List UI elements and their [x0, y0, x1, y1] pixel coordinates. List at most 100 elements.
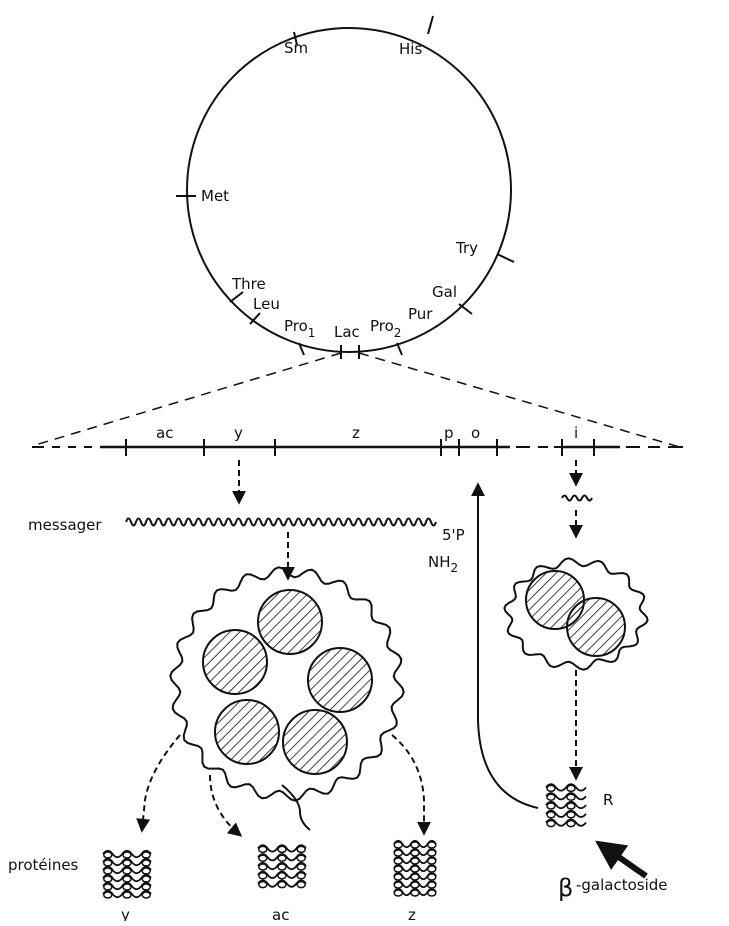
coil-loop — [547, 785, 555, 791]
coil-loop — [411, 850, 419, 856]
expansion-line-left — [32, 353, 341, 446]
lac-operon-dna: ac y z p o i — [32, 424, 683, 456]
coil-loop — [123, 876, 131, 882]
ribosome — [283, 710, 347, 774]
protein-y-coil — [103, 851, 151, 898]
tick-gal — [459, 304, 472, 314]
coil-loop — [104, 876, 112, 882]
coil-loop — [142, 852, 150, 858]
coil-loop — [104, 892, 112, 898]
marker-label-lac: Lac — [334, 323, 360, 341]
tick-thre — [230, 292, 243, 302]
marker-label-pur: Pur — [408, 305, 433, 323]
coil-loop — [428, 858, 436, 864]
coil-loop — [567, 821, 575, 827]
gene-label-i: i — [574, 424, 578, 442]
coil-loop — [123, 884, 131, 890]
coil-loop — [411, 842, 419, 848]
messenger-rna: messager 5'P NH2 — [28, 516, 465, 575]
protein-label-y: y — [121, 906, 130, 921]
coil-loop — [297, 864, 305, 870]
gene-label-o: o — [471, 424, 480, 442]
coil-loop — [411, 882, 419, 888]
coil-loop — [411, 874, 419, 880]
gene-label-ac: ac — [156, 424, 173, 442]
ribosome — [567, 598, 625, 656]
coil-loop — [394, 890, 402, 896]
ribosome — [215, 700, 279, 764]
coil-loop — [394, 858, 402, 864]
coil-loop — [142, 860, 150, 866]
proteins: protéines y ac z — [8, 841, 436, 921]
coil-loop — [394, 874, 402, 880]
gene-label-p: p — [444, 424, 454, 442]
gene-label-y: y — [234, 424, 243, 442]
protein-label-z: z — [408, 906, 416, 921]
messenger-5p-label: 5'P — [442, 526, 465, 544]
coil-loop — [278, 873, 286, 879]
gene-label-z: z — [352, 424, 360, 442]
coil-loop — [411, 858, 419, 864]
coil-loop — [567, 785, 575, 791]
coil-loop — [123, 860, 131, 866]
coil-loop — [278, 855, 286, 861]
coil-loop — [428, 850, 436, 856]
coil-loop — [428, 874, 436, 880]
coil-loop — [278, 846, 286, 852]
coil-loop — [394, 866, 402, 872]
coil-loop — [567, 812, 575, 818]
coil-loop — [278, 882, 286, 888]
marker-label-pro2: Pro2 — [370, 317, 401, 340]
coil-loop — [547, 812, 555, 818]
bacterial-chromosome: Sm His Met Try Thre Leu Gal Pur Pro1 Lac… — [176, 16, 514, 359]
coil-loop — [123, 868, 131, 874]
coil-loop — [394, 850, 402, 856]
marker-label-sm: Sm — [284, 39, 308, 57]
coil-loop — [104, 884, 112, 890]
coil-loop — [142, 876, 150, 882]
messenger-label: messager — [28, 516, 102, 534]
coil-loop — [428, 890, 436, 896]
coil-loop — [104, 852, 112, 858]
coil-loop — [567, 803, 575, 809]
marker-label-leu: Leu — [253, 295, 280, 313]
marker-label-try: Try — [455, 239, 478, 257]
coil-loop — [142, 892, 150, 898]
coil-loop — [567, 794, 575, 800]
protein-ac-coil — [258, 845, 306, 887]
coil-loop — [547, 794, 555, 800]
repressor-operator-arrow — [478, 485, 538, 808]
coil-loop — [428, 866, 436, 872]
ribosome — [258, 590, 322, 654]
coil-loop — [297, 855, 305, 861]
coil-loop — [297, 873, 305, 879]
ribosome — [203, 630, 267, 694]
coil-loop — [259, 846, 267, 852]
coil-loop — [394, 842, 402, 848]
coil-loop — [394, 882, 402, 888]
protein-label-ac: ac — [272, 906, 289, 921]
ribosome — [308, 648, 372, 712]
coil-loop — [428, 842, 436, 848]
coil-loop — [259, 864, 267, 870]
repressor-polysome — [504, 558, 647, 669]
coil-loop — [547, 821, 555, 827]
coil-loop — [123, 892, 131, 898]
protein-arrow-ac — [210, 775, 240, 835]
inducer-arrow — [600, 844, 646, 876]
coil-loop — [297, 846, 305, 852]
protein-arrow-z — [392, 735, 424, 833]
marker-label-pro1: Pro1 — [284, 317, 315, 340]
tick-try — [497, 254, 514, 262]
inducer: β -galactoside — [558, 844, 668, 902]
protein-z-coil — [394, 841, 436, 896]
coil-loop — [104, 860, 112, 866]
repressor-label: R — [603, 791, 613, 809]
coil-loop — [123, 852, 131, 858]
marker-label-thre: Thre — [231, 275, 266, 293]
coil-loop — [547, 803, 555, 809]
messenger-wave — [126, 519, 436, 526]
coil-loop — [142, 884, 150, 890]
tick-his — [428, 16, 433, 34]
